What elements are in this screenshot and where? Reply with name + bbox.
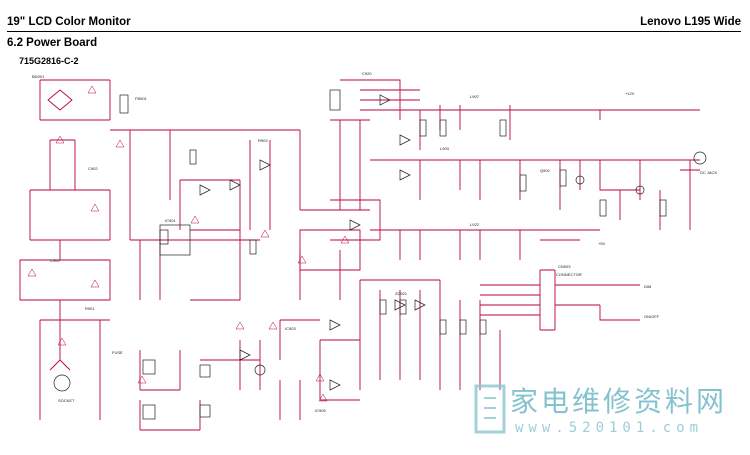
svg-text:+5V: +5V	[598, 241, 606, 246]
components	[53, 89, 707, 420]
component-labels: BD901 FB901 C902 C905 R901 IC901 R903 C9…	[32, 71, 717, 413]
watermark-logo	[474, 384, 506, 434]
socket-label: SOCKET	[58, 398, 75, 403]
svg-text:L907: L907	[470, 94, 480, 99]
svg-text:BD901: BD901	[32, 74, 45, 79]
brand-model: Lenovo L195 Wide	[640, 16, 741, 28]
svg-text:R903: R903	[258, 138, 268, 143]
model-title: 19" LCD Color Monitor	[7, 16, 131, 28]
svg-text:C905: C905	[50, 258, 60, 263]
svg-text:IC905: IC905	[315, 408, 326, 413]
svg-text:L922: L922	[470, 222, 480, 227]
svg-text:C902: C902	[88, 166, 98, 171]
dc-jack-label: DC JACK	[700, 170, 717, 175]
svg-text:R901: R901	[85, 306, 95, 311]
svg-text:C920: C920	[362, 71, 372, 76]
svg-text:CN903: CN903	[558, 264, 571, 269]
header-rule	[7, 31, 741, 32]
watermark-text: 家电维修资料网	[510, 385, 728, 418]
svg-text:+12V: +12V	[625, 91, 635, 96]
fuse-label: FUSE	[112, 350, 123, 355]
svg-text:IC903: IC903	[285, 326, 296, 331]
svg-text:ZD921: ZD921	[395, 291, 408, 296]
section-title: 6.2 Power Board	[7, 37, 98, 49]
svg-text:Q902: Q902	[540, 168, 551, 173]
part-number: 715G2816-C-2	[19, 56, 79, 66]
dim-label: DIM	[644, 284, 651, 289]
svg-text:IC901: IC901	[165, 218, 176, 223]
svg-text:L903: L903	[440, 146, 450, 151]
warning-triangles	[27, 85, 350, 402]
watermark-url: www.520101.com	[515, 420, 704, 436]
on-off-label: ON/OFF	[644, 314, 660, 319]
connector-label: CONNECTOR	[556, 272, 582, 277]
page-header: 19" LCD Color Monitor Lenovo L195 Wide	[0, 0, 750, 40]
svg-text:FB901: FB901	[135, 96, 148, 101]
